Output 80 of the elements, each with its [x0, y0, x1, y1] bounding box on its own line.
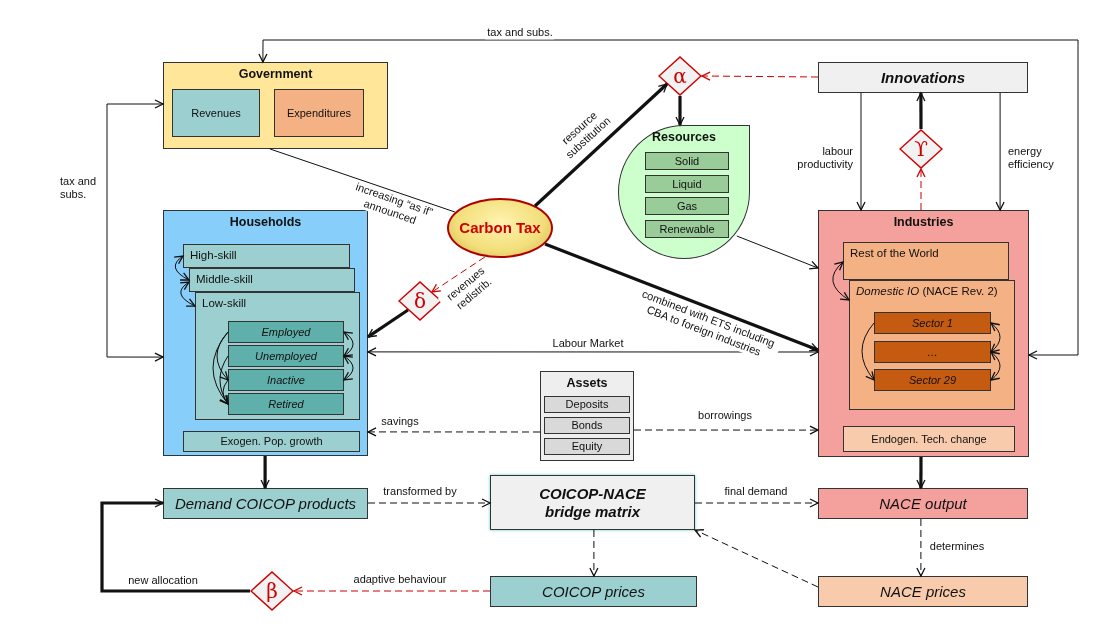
group-panel [163, 62, 388, 149]
arrow [367, 498, 491, 508]
process-box: Solid [645, 152, 729, 170]
arrow [219, 355, 229, 405]
arrow [856, 92, 866, 211]
process-box: Exogen. Pop. growth [183, 431, 360, 452]
edge-label: adaptive behaviour [351, 573, 449, 587]
panel-title: Assets [565, 376, 609, 391]
arrow [861, 322, 875, 381]
panel-title: Resources [651, 130, 717, 145]
process-box: Unemployed [228, 345, 344, 367]
arrow [990, 351, 1001, 381]
arrow [701, 71, 819, 81]
process-box: Sector 29 [874, 369, 991, 391]
edge-label: savings [379, 415, 421, 429]
process-box: NACE prices [818, 576, 1028, 607]
arrow [258, 39, 1079, 360]
process-box: Inactive [228, 369, 344, 391]
edge-label: transformed by [381, 485, 459, 499]
process-box: … [874, 341, 991, 363]
ellipse-node: Carbon Tax [447, 198, 553, 258]
process-box: Deposits [544, 396, 630, 413]
arrow [736, 235, 819, 270]
process-box: Endogen. Tech. change [843, 426, 1015, 452]
group-panel [849, 280, 1015, 410]
process-box: Renewable [645, 220, 729, 238]
process-box: Equity [544, 438, 630, 455]
arrow [343, 355, 354, 381]
process-box: COICOP prices [490, 576, 697, 607]
arrow [916, 92, 926, 129]
arrow [995, 92, 1005, 211]
arrow [694, 529, 819, 588]
stacked-card: Middle-skill [189, 268, 355, 292]
arrow [173, 255, 190, 281]
arrow [343, 331, 354, 357]
group-panel [818, 210, 1029, 457]
arrow [100, 498, 250, 593]
arrow [367, 347, 819, 357]
arrow [916, 518, 926, 577]
arrow [367, 308, 409, 339]
stacked-card: Rest of the World [843, 242, 1009, 280]
edge-label: tax and subs. [485, 26, 555, 40]
process-box: Bonds [544, 417, 630, 434]
arrow [219, 379, 229, 405]
panel-title: Domestic IO (NACE Rev. 2) [856, 285, 998, 299]
panel-title: Industries [892, 215, 955, 230]
panel-title: Low-skill [202, 297, 247, 311]
arrow [260, 456, 270, 489]
edge-label: borrowings [696, 409, 754, 423]
process-box: Retired [228, 393, 344, 415]
arrow [916, 168, 926, 211]
arrow [179, 281, 196, 307]
group-panel [195, 292, 360, 420]
process-box: Revenues [172, 89, 260, 137]
arrow [544, 242, 819, 352]
arrow [293, 586, 491, 596]
process-box: Innovations [818, 62, 1028, 93]
arrow [990, 322, 1001, 353]
arrow [106, 99, 164, 362]
process-box: NACE output [818, 488, 1028, 519]
arrow [832, 261, 850, 301]
arrow [694, 498, 819, 508]
process-box: Liquid [645, 175, 729, 193]
arrow [216, 331, 229, 381]
process-box: Expenditures [274, 89, 364, 137]
process-box: Sector 1 [874, 312, 991, 334]
arrow [367, 427, 541, 437]
arrow [533, 82, 669, 208]
panel-title: Government [237, 67, 314, 82]
arrow [589, 529, 599, 577]
group-panel [540, 371, 634, 461]
process-box: Demand COICOP products [163, 488, 368, 519]
arrow [675, 96, 685, 126]
arrow [916, 457, 926, 489]
process-box: COICOP-NACE bridge matrix [490, 475, 695, 530]
arrow [633, 425, 819, 435]
stacked-card: High-skill [183, 244, 350, 268]
panel-title: Households [228, 215, 303, 230]
process-box: Employed [228, 321, 344, 343]
process-box: Gas [645, 197, 729, 215]
